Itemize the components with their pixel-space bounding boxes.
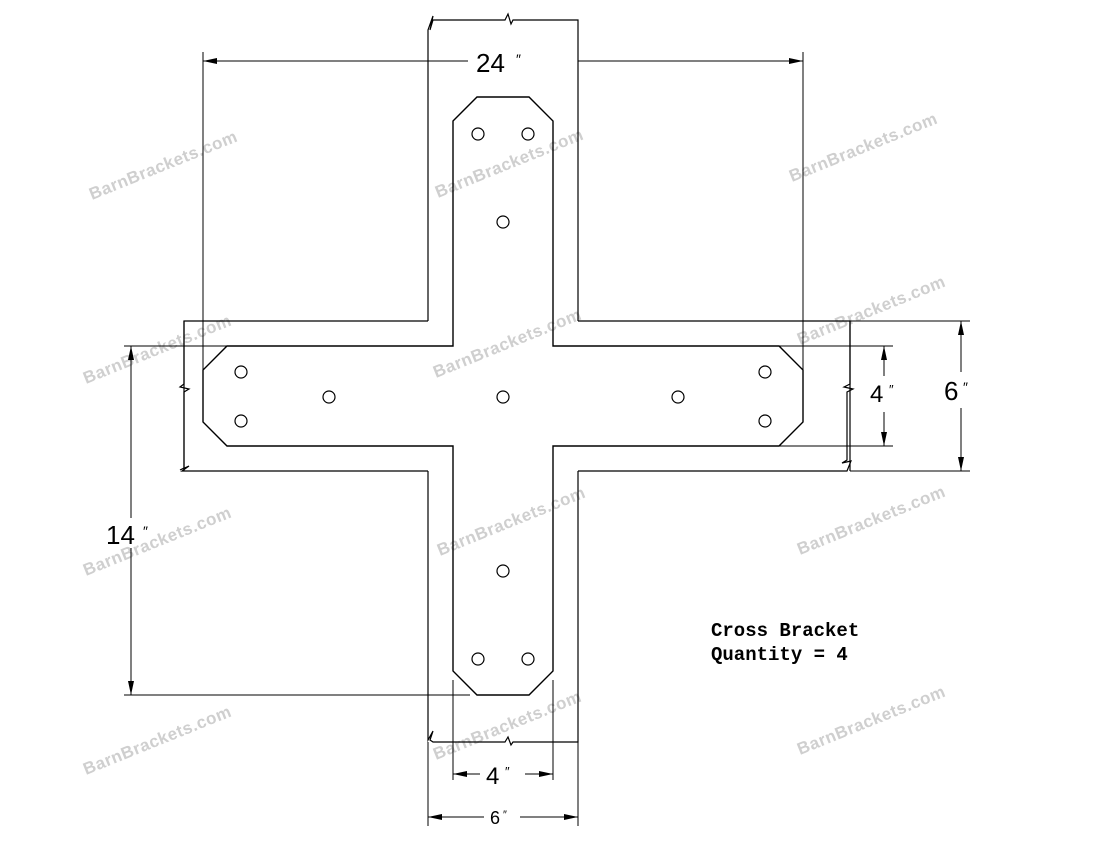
- inch-mark: ″: [963, 379, 968, 395]
- bolt-hole: [758, 414, 772, 428]
- bolt-hole: [521, 127, 535, 141]
- strap-width-bottom-label: 4: [486, 763, 499, 790]
- bolt-hole: [671, 390, 685, 404]
- bolt-hole: [471, 127, 485, 141]
- inch-mark: ″: [503, 809, 507, 821]
- watermark: BarnBrackets.com: [432, 125, 586, 202]
- watermark: BarnBrackets.com: [80, 503, 234, 580]
- bolt-hole: [496, 564, 510, 578]
- dimension-beam-width-right: 6 ″: [850, 320, 970, 472]
- note-title: Cross Bracket: [711, 620, 859, 642]
- bolt-hole: [521, 652, 535, 666]
- dimension-post-width-bottom: 6 ″: [427, 742, 579, 828]
- watermark: BarnBrackets.com: [794, 272, 948, 349]
- dimension-strap-width-right: 4 ″: [779, 345, 894, 447]
- note-quantity: Quantity = 4: [711, 644, 848, 666]
- inch-mark: ″: [143, 523, 148, 539]
- cross-plate: [202, 96, 804, 696]
- inch-mark: ″: [505, 764, 510, 779]
- watermark: BarnBrackets.com: [434, 483, 588, 560]
- strap-width-right-label: 4: [870, 381, 883, 408]
- overall-width-label: 24: [476, 48, 505, 78]
- inch-mark: ″: [889, 382, 894, 397]
- bolt-holes: [234, 127, 772, 666]
- bolt-hole: [322, 390, 336, 404]
- bolt-hole: [234, 414, 248, 428]
- watermark: BarnBrackets.com: [786, 109, 940, 186]
- watermark: BarnBrackets.com: [86, 127, 240, 204]
- watermark: BarnBrackets.com: [794, 682, 948, 759]
- bolt-hole: [234, 365, 248, 379]
- dimension-overall-width: 24 ″: [202, 48, 804, 370]
- bolt-hole: [496, 215, 510, 229]
- dimension-strap-width-bottom: 4 ″: [452, 680, 554, 790]
- bolt-hole: [496, 390, 510, 404]
- overall-height-label: 14: [106, 520, 135, 550]
- watermark: BarnBrackets.com: [794, 482, 948, 559]
- bolt-hole: [758, 365, 772, 379]
- watermarks: BarnBrackets.com BarnBrackets.com BarnBr…: [80, 109, 948, 779]
- inch-mark: ″: [516, 51, 521, 67]
- note: Cross Bracket Quantity = 4: [711, 620, 859, 666]
- bolt-hole: [471, 652, 485, 666]
- watermark: BarnBrackets.com: [80, 702, 234, 779]
- post-width-bottom-label: 6: [490, 808, 500, 828]
- watermark: BarnBrackets.com: [80, 311, 234, 388]
- dimension-overall-height: 14 ″: [106, 345, 470, 696]
- beam-width-right-label: 6: [944, 376, 958, 406]
